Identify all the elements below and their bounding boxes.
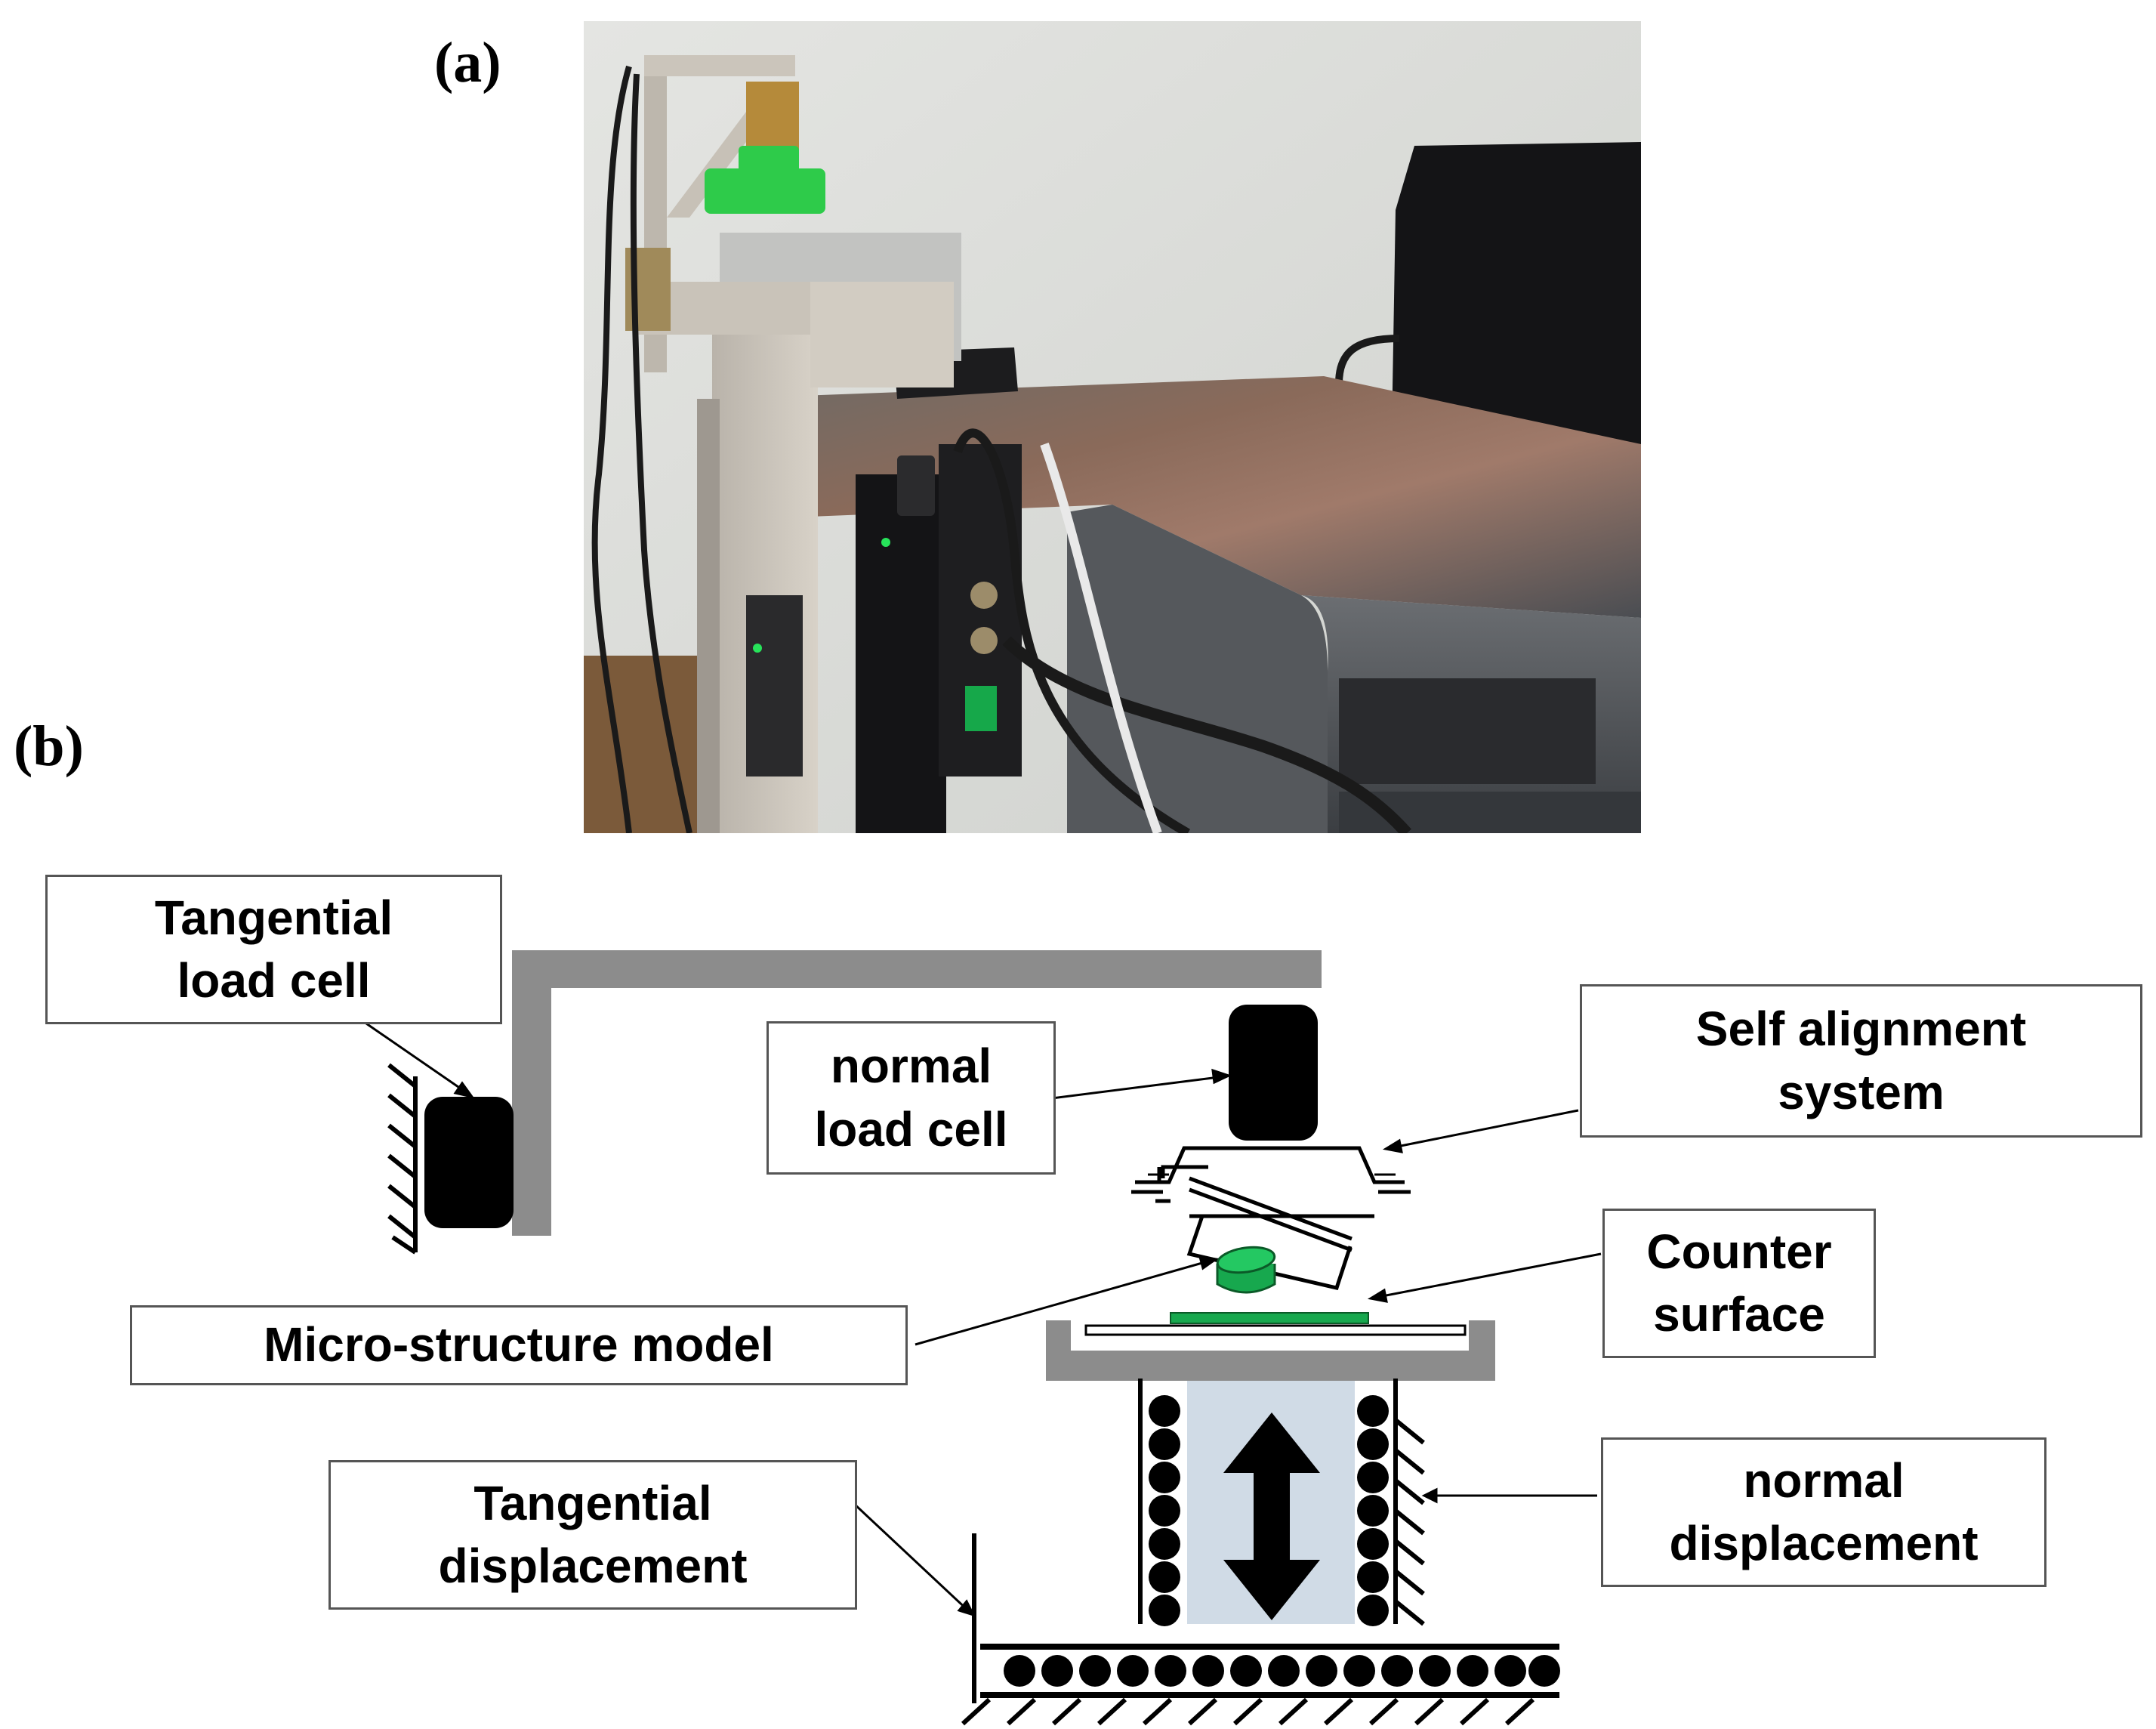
label-normal-load-cell: normal load cell [766, 1021, 1056, 1175]
label-self-alignment-system: Self alignment system [1580, 984, 2142, 1138]
cable-white [1040, 442, 1162, 833]
counter-surface-tray [1046, 1312, 1495, 1381]
right-guide-rollers [1357, 1379, 1398, 1626]
cable-left [591, 65, 632, 833]
right-wall-hatch [1394, 1418, 1425, 1626]
stage-led [881, 538, 890, 547]
metal-sheet-top [720, 376, 1641, 618]
connector-1 [970, 582, 998, 609]
leader-counter-surface [1374, 1252, 1602, 1299]
tangential-wall-hatch [387, 1063, 418, 1255]
tangential-stage [972, 1533, 1560, 1703]
label-tangential-displacement: Tangential displacement [328, 1460, 857, 1610]
tangential-sensor-block [746, 595, 803, 777]
leader-normal-load-cell [1045, 1075, 1226, 1101]
loading-frame [512, 950, 1322, 1236]
linear-stage [856, 474, 946, 833]
panel-label-b: (b) [14, 715, 84, 778]
stage-knob [897, 455, 935, 516]
platform-bracket [810, 282, 954, 387]
top-arm [644, 55, 795, 76]
cable-center [953, 428, 1190, 833]
cable-left-2 [630, 73, 692, 833]
left-guide-rollers [1138, 1379, 1180, 1626]
label-counter-surface: Counter surface [1602, 1209, 1876, 1358]
ground-hatch [961, 1697, 1535, 1726]
normal-displacement-arrow [1223, 1413, 1320, 1620]
leader-tangential-displacement [852, 1502, 972, 1614]
label-micro-structure-model: Micro-structure model [130, 1305, 908, 1385]
leader-tangential-load-cell [366, 1022, 469, 1095]
normal-load-cell [1229, 1005, 1318, 1141]
cable-right [1002, 636, 1411, 833]
green-terminal [965, 686, 997, 731]
micro-structure-puck [1216, 1246, 1276, 1294]
sensor-led [753, 644, 762, 653]
tangential-load-cell [424, 1097, 514, 1228]
column-side [697, 399, 720, 833]
green-alignment-top [739, 146, 799, 180]
connector-2 [970, 627, 998, 654]
leader-self-alignment [1389, 1109, 1579, 1150]
monitor [1392, 142, 1641, 444]
leader-lines [366, 1022, 1602, 1617]
monitor-cable [1335, 335, 1400, 384]
leader-micro-structure [915, 1258, 1214, 1346]
under-table-device [1339, 678, 1596, 784]
green-alignment-part [705, 168, 825, 214]
label-tangential-load-cell: Tangential load cell [45, 875, 502, 1024]
label-normal-displacement: normal displacement [1601, 1437, 2047, 1587]
panel-label-a: (a) [434, 31, 501, 94]
setup-photograph [584, 21, 1641, 833]
